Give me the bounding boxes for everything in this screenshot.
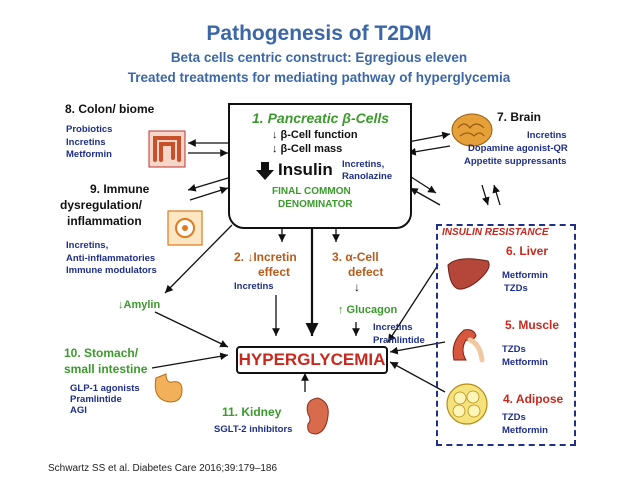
colon-drug: Incretins	[66, 136, 106, 148]
stomach-drug: AGI	[70, 405, 87, 416]
citation: Schwartz SS et al. Diabetes Care 2016;39…	[48, 463, 278, 474]
subtitle-treatments: Treated treatments for mediating pathway…	[127, 70, 511, 85]
brain-drug: Incretins	[527, 130, 567, 141]
incretin-title: 2. ↓Incretin	[234, 250, 297, 264]
brain-title: 7. Brain	[497, 110, 542, 124]
liver-drug: TZDs	[504, 283, 528, 294]
alpha-title: defect	[348, 265, 384, 279]
insulin-label: Insulin	[278, 160, 333, 179]
immune-drug: Immune modulators	[66, 265, 157, 276]
adipose-drug: TZDs	[502, 412, 526, 423]
liver-title: 6. Liver	[506, 244, 549, 258]
immune-cell-icon	[167, 210, 203, 246]
brain-drug: Appetite suppressants	[464, 156, 567, 167]
immune-title: 9. Immune	[90, 182, 150, 196]
muscle-title: 5. Muscle	[505, 318, 560, 332]
stomach-title: small intestine	[64, 362, 148, 376]
subtitle-construct: Beta cells centric construct: Egregious …	[170, 50, 468, 65]
immune-drugs: Incretins, Anti-inflammatories Immune mo…	[66, 240, 157, 278]
muscle-drug: Metformin	[502, 357, 548, 368]
muscle-icon	[452, 329, 485, 363]
brain-icon	[451, 113, 493, 147]
incretin-drug: Incretins	[234, 281, 274, 292]
colon-drugs: Probiotics Incretins Metformin	[66, 124, 112, 162]
colon-title: 8. Colon/ biome	[65, 102, 155, 116]
incretin-title: effect	[258, 265, 291, 279]
kidney-icon	[306, 397, 329, 435]
final-common-label: FINAL COMMON	[272, 186, 351, 197]
stomach-drugs: GLP-1 agonists Pramlintide AGI	[70, 383, 140, 416]
muscle-drug: TZDs	[502, 344, 526, 355]
adipose-title: 4. Adipose	[503, 392, 564, 406]
immune-drug: Incretins,	[66, 240, 109, 251]
page-title: Pathogenesis of T2DM	[206, 22, 432, 45]
glucagon-label: ↑ Glucagon	[338, 304, 398, 316]
immune-title: dysregulation/	[60, 198, 143, 212]
alpha-arrow: ↓	[354, 280, 360, 294]
insulin-resistance-label: INSULIN RESISTANCE	[442, 227, 549, 238]
stomach-icon	[154, 373, 183, 403]
stomach-title: 10. Stomach/	[64, 346, 139, 360]
alpha-title: 3. α-Cell	[332, 250, 379, 264]
adipose-drug: Metformin	[502, 425, 548, 436]
colon-icon	[148, 130, 186, 168]
immune-title: inflammation	[67, 214, 142, 228]
alpha-drug: Incretins	[373, 322, 413, 333]
stomach-drug: GLP-1 agonists	[70, 383, 140, 394]
adipose-icon	[446, 383, 488, 425]
denominator-label: DENOMINATOR	[278, 199, 353, 210]
kidney-title: 11. Kidney	[222, 405, 282, 419]
brain-drug: Dopamine agonist-QR	[468, 143, 568, 154]
alpha-drug: Pramlintide	[373, 335, 425, 346]
amylin-label: ↓Amylin	[118, 299, 161, 311]
beta-cell-function: ↓ β-Cell function	[272, 129, 358, 141]
down-arrow-icon	[256, 162, 274, 180]
liver-drug: Metformin	[502, 270, 548, 281]
beta-cell-box	[228, 103, 412, 229]
beta-cell-mass: ↓ β-Cell mass	[272, 143, 343, 155]
liver-icon	[447, 258, 490, 290]
hyperglycemia-box: HYPERGLYCEMIA	[236, 346, 388, 374]
beta-cell-heading: 1. Pancreatic β-Cells	[252, 110, 390, 126]
kidney-drug: SGLT-2 inhibitors	[214, 424, 293, 435]
colon-drug: Metformin	[66, 149, 112, 160]
insulin-drug-ranolazine: Ranolazine	[342, 171, 393, 182]
stomach-drug: Pramlintide	[70, 394, 122, 405]
colon-drug: Probiotics	[66, 124, 113, 135]
insulin-drug-incretins: Incretins,	[342, 159, 385, 170]
immune-drug: Anti-inflammatories	[66, 252, 156, 264]
insulin-resistance-box	[436, 224, 576, 446]
